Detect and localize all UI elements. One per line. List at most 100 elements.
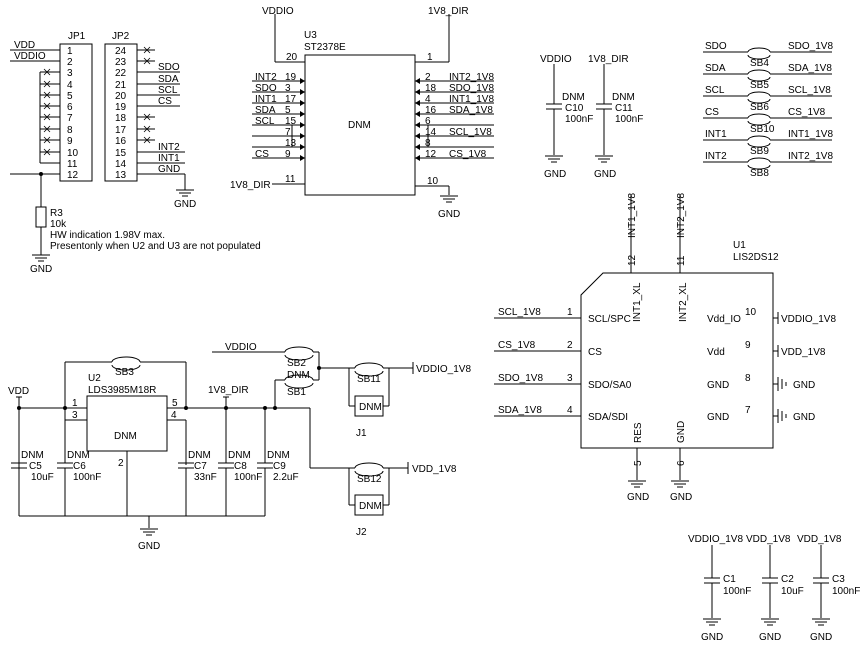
jp1-pin-3: 3 (67, 68, 73, 79)
u2-pin3: 3 (72, 410, 78, 421)
sb-ref-5: SB8 (750, 168, 769, 179)
bypass-value-c3: 100nF (832, 586, 860, 597)
u3-left-pin-9: 9 (285, 149, 291, 160)
supply-selector: VDDIO SB2 DNM SB1 SB11 VDDIO_1V8 DNM J1 … (212, 342, 471, 538)
u1-left-pin-2: 2 (567, 340, 573, 351)
u1-right-pin-7: 7 (745, 405, 751, 416)
u3-left-pin-5: 5 (285, 105, 291, 116)
c11-net: 1V8_DIR (588, 54, 629, 65)
u3-left-net-4: SCL (255, 116, 275, 127)
u1-right-gnd-3: GND (793, 412, 815, 423)
u1-pin5-gnd: GND (627, 492, 649, 503)
cap-dnm-c5: DNM (21, 450, 44, 461)
jp2-pin-21: 21 (115, 80, 127, 91)
u1-left-pin-1: 1 (567, 307, 573, 318)
sel-out2: VDD_1V8 (412, 464, 457, 475)
u3-right-pin-2: 2 (425, 72, 431, 83)
u3-right-arrow-0 (415, 78, 420, 84)
cap-value-c9: 2.2uF (273, 472, 299, 483)
u2-pin5: 5 (172, 398, 178, 409)
ldo-regulator-u2: VDD U2 LDS3985M18R DNM SB3 1 3 2 4 5 1V8… (8, 356, 299, 552)
u3-right-pin-4: 4 (425, 94, 431, 105)
level-translator-u3: U3 ST2378E DNM VDDIO 20 1V8_DIR 1 19INT2… (230, 6, 494, 220)
u3-left-net-0: INT2 (255, 72, 277, 83)
jp1-pin-8: 8 (67, 125, 73, 136)
sb-left-4: INT1 (705, 129, 727, 140)
u1-int2xl-label: INT2_XL (678, 282, 689, 322)
jp1-pin-11: 11 (67, 159, 78, 170)
c10-dnm: DNM (562, 92, 585, 103)
u3-right-arrow-5 (415, 133, 420, 139)
bypass-ref-c2: C2 (781, 574, 794, 585)
c10-gnd: GND (544, 169, 566, 180)
sel-sb2: SB2 (287, 358, 306, 369)
u3-left-arrow-1 (300, 89, 305, 95)
jp1-pin-2: 2 (67, 57, 73, 68)
bypass-value-c2: 10uF (781, 586, 804, 597)
cap-dnm-c6: DNM (67, 450, 90, 461)
u3-ref: U3 (304, 30, 317, 41)
u2-pin1: 1 (72, 398, 78, 409)
u1-right-label-1: Vdd (707, 347, 725, 358)
u1-int1xl-label: INT1_XL (632, 282, 643, 322)
cap-value-c5: 10uF (31, 472, 54, 483)
jp2-pin-20: 20 (115, 91, 127, 102)
jp2-ref: JP2 (112, 31, 130, 42)
u1-left-net-3: SDA_1V8 (498, 405, 542, 416)
cap-ref-c7: C7 (194, 461, 207, 472)
u3-pin11: 11 (285, 174, 296, 185)
u3-1v8dir-net: 1V8_DIR (428, 6, 469, 17)
u1-right-label-3: GND (707, 412, 729, 423)
u1-right-pin-10: 10 (745, 307, 757, 318)
cap-value-c8: 100nF (234, 472, 262, 483)
u3-left-pin-3: 3 (285, 83, 291, 94)
u3-gnd-label: GND (438, 209, 460, 220)
sb-left-5: INT2 (705, 151, 727, 162)
jp2-pin-15: 15 (115, 148, 127, 159)
r3-note-2: Presentonly when U2 and U3 are not popul… (50, 241, 261, 252)
u1-part: LIS2DS12 (733, 252, 779, 263)
jp2-net-int1: INT1 (158, 153, 180, 164)
jp1-pin-4: 4 (67, 80, 73, 91)
sb-right-2: SCL_1V8 (788, 85, 831, 96)
r3-note-1: HW indication 1.98V max. (50, 230, 165, 241)
u3-right-arrow-1 (415, 89, 420, 95)
u2-out-net: 1V8_DIR (208, 385, 249, 396)
u1-pin6: 6 (676, 460, 687, 466)
u3-right-arrow-4 (415, 122, 420, 128)
jp2-pin-17: 17 (115, 125, 127, 136)
cap-dnm-c9: DNM (267, 450, 290, 461)
bypass-net-c3: VDD_1V8 (797, 534, 842, 545)
u2-part: LDS3985M18R (88, 385, 156, 396)
u3-right-pin-14: 14 (425, 127, 437, 138)
u3-right-net-7: CS_1V8 (449, 149, 487, 160)
jp1-pin-1: 1 (67, 46, 73, 57)
u3-left-pin-7: 7 (285, 127, 291, 138)
jp1-pin-10: 10 (67, 148, 79, 159)
u2-body: DNM (114, 431, 137, 442)
sel-out1: VDDIO_1V8 (416, 364, 471, 375)
sb-ref-3: SB10 (750, 124, 775, 135)
u1-left-net-2: SDO_1V8 (498, 373, 543, 384)
u3-left-net-2: INT1 (255, 94, 277, 105)
u1-top-net-int1: INT1_1V8 (627, 193, 638, 238)
cap-dnm-c7: DNM (188, 450, 211, 461)
cap-ref-c9: C9 (273, 461, 286, 472)
u2-sb3: SB3 (115, 367, 134, 378)
sb-left-2: SCL (705, 85, 725, 96)
u3-right-net-5: SCL_1V8 (449, 127, 492, 138)
cap-ref-c6: C6 (73, 461, 86, 472)
jp2-net-cs: CS (158, 96, 172, 107)
u1-gnd-pin-label: GND (676, 421, 687, 443)
u3-left-net-1: SDO (255, 83, 277, 94)
